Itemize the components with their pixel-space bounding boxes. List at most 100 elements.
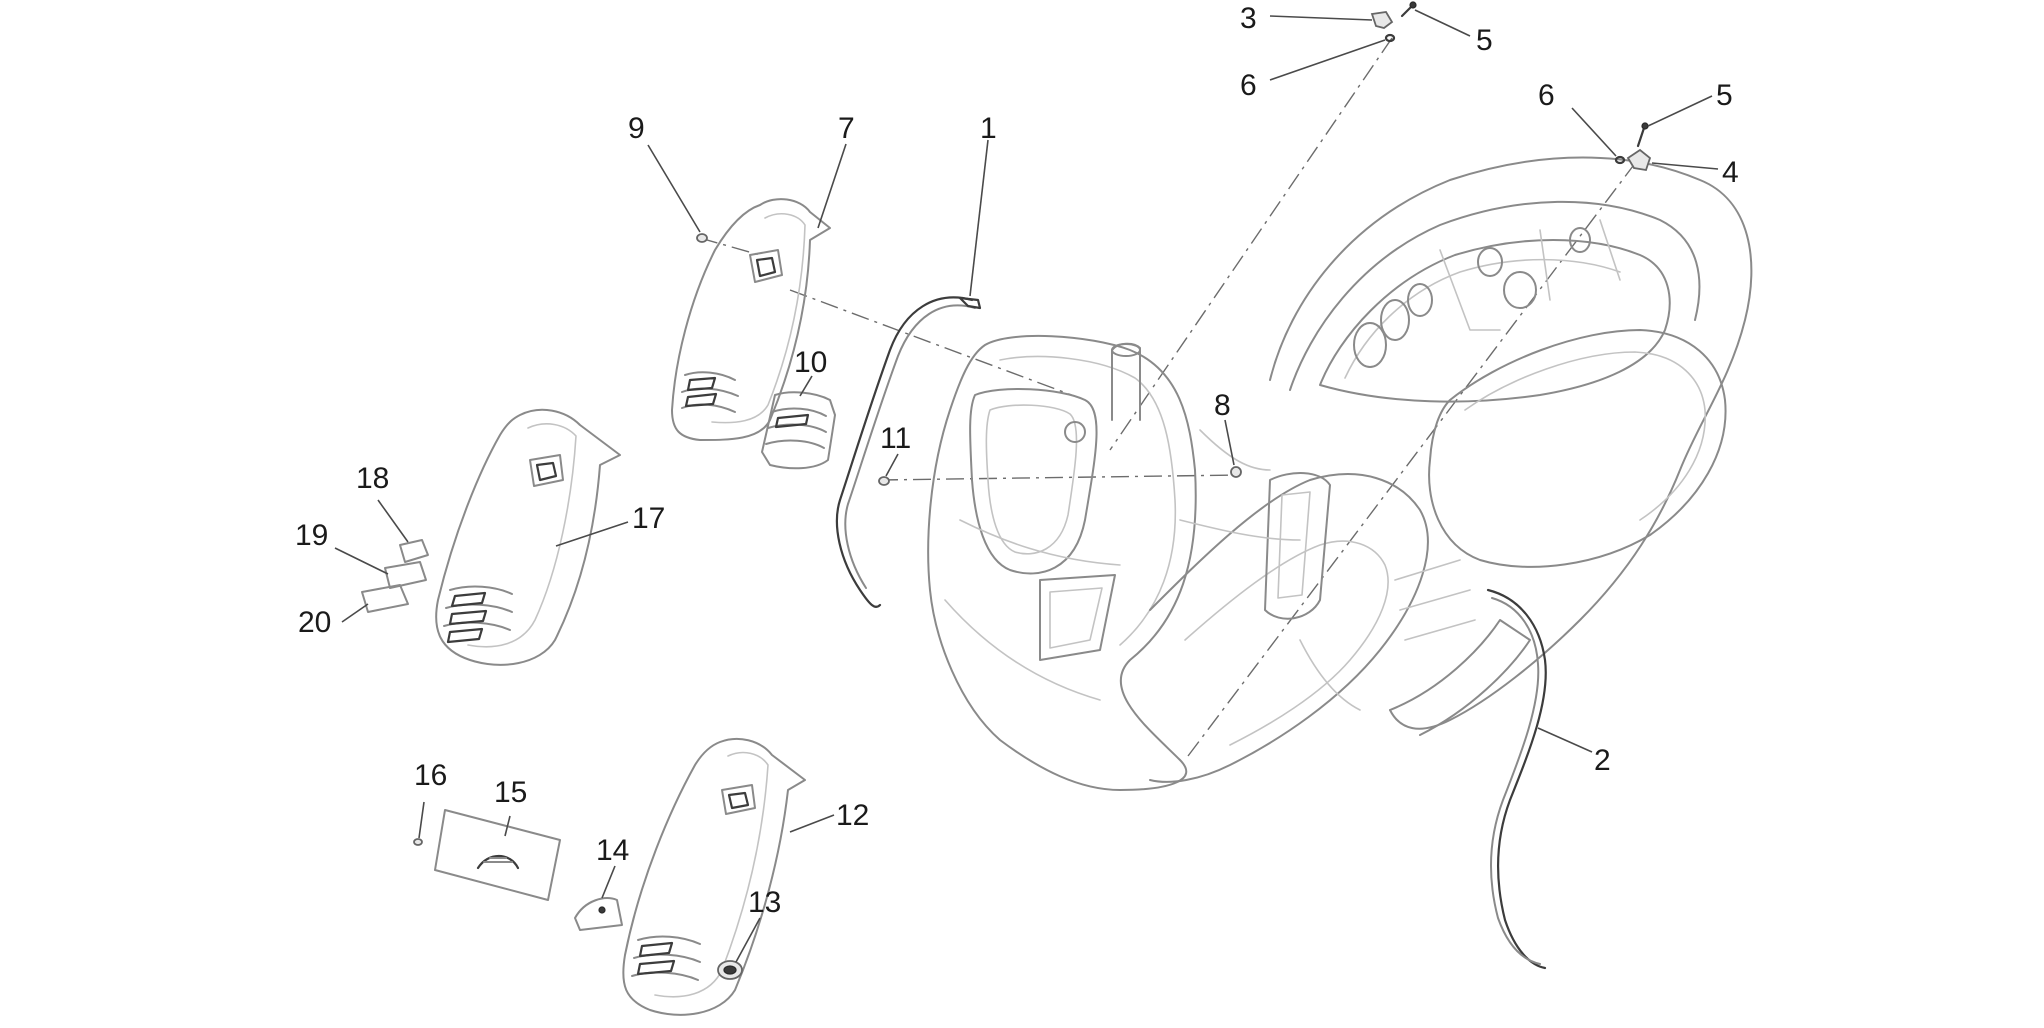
part-1-edge-trim: [835, 296, 982, 608]
center-tunnel-slot: [1277, 491, 1311, 599]
compartment-ribs: [1439, 219, 1621, 331]
rear-trim-outer: [1486, 588, 1547, 970]
compartment-inner-rim: [1344, 258, 1621, 379]
part-6-washer-right: [1614, 155, 1626, 165]
part-8-bolt: [1230, 466, 1242, 478]
leader-10: [799, 375, 813, 397]
compartment-hole-2: [1380, 299, 1410, 341]
slat-20: [361, 584, 409, 613]
compartment-hole-5: [1477, 247, 1503, 277]
edge-trim-inner: [844, 304, 976, 589]
horn-cover-7-badge: [749, 249, 783, 283]
callout-4: 4: [1722, 156, 1739, 189]
right-side-panel: [1428, 329, 1727, 568]
leader-18: [377, 499, 409, 543]
callout-18: 18: [356, 462, 389, 495]
callout-14: 14: [596, 834, 629, 867]
horn-mount-hole: [1064, 421, 1086, 443]
horn-cover-17-grille-slots: [446, 591, 488, 644]
callout-5a: 5: [1476, 24, 1493, 57]
horn-cover-7-badge-logo: [755, 256, 777, 278]
body-contour-lines: [944, 519, 1301, 701]
right-side-panel-inner: [1464, 351, 1706, 521]
screw-16-head: [413, 838, 423, 846]
screw-9-head: [696, 233, 708, 243]
callout-13: 13: [748, 886, 781, 919]
lower-horn-cover-badge-logo: [727, 791, 750, 810]
lower-horn-cover-grille-slots: [636, 941, 676, 976]
lower-horn-cover-outline: [622, 737, 806, 1016]
washer-6b: [1614, 155, 1626, 165]
leader-7: [817, 143, 847, 229]
callout-2: 2: [1594, 744, 1611, 777]
horn-cover-recess-inner: [985, 404, 1078, 555]
front-shield-outline: [927, 334, 1197, 791]
leader-11: [885, 453, 899, 477]
plate-15-emblem-arc: [476, 854, 520, 870]
part-18-slat: [399, 539, 429, 563]
leader-3: [1269, 15, 1373, 21]
callout-12: 12: [836, 799, 869, 832]
part-19-slat: [384, 561, 427, 589]
leader-8: [1224, 419, 1235, 466]
compartment-hole-4: [1503, 271, 1537, 309]
grille-insert-outline: [761, 391, 836, 470]
leader-14: [601, 865, 616, 899]
rear-body-outline: [1269, 156, 1753, 730]
assembly-line-steering-column: [1109, 37, 1393, 451]
callout-15: 15: [494, 776, 527, 809]
floorboard-inner: [1184, 540, 1389, 746]
part-15-plate: [434, 809, 561, 901]
horn-cover-17-badge-logo: [535, 461, 558, 482]
seat-opening-rim: [1289, 200, 1701, 391]
leader-9: [647, 144, 701, 233]
leader-1: [969, 139, 989, 297]
part-11-screw: [878, 476, 890, 486]
horn-cover-17-outline: [435, 408, 621, 666]
part-5-screw-top: [1400, 1, 1417, 18]
part-10-grille-insert: [761, 391, 836, 470]
part-14-badge: [574, 897, 623, 931]
callout-9: 9: [628, 112, 645, 145]
part-20-slat: [361, 584, 409, 613]
leader-6a: [1269, 39, 1386, 81]
leader-16: [418, 801, 425, 839]
horn-cover-7-inner: [711, 213, 806, 424]
callout-numbers: 1 2 3 4 5 5 6 6 7 8 9 10 11 12 13 14 15 …: [295, 2, 1739, 919]
front-shield-inner-edge: [999, 355, 1177, 646]
horn-cover-7-grille-slots: [684, 376, 718, 408]
leader-4: [1651, 162, 1719, 170]
screw-5b-head: [1641, 122, 1649, 130]
compartment-hole-6: [1569, 227, 1591, 253]
horn-cover-17-inner: [467, 423, 577, 648]
part-13-emblem: [717, 960, 743, 980]
callout-5b: 5: [1716, 79, 1733, 112]
assembly-line-rear-body: [1184, 161, 1637, 761]
grille-insert-slot: [774, 413, 810, 429]
callout-7: 7: [838, 112, 855, 145]
badge-14-outline: [574, 897, 623, 931]
screw-5a-shaft: [1400, 4, 1414, 18]
callout-16: 16: [414, 759, 447, 792]
body-contour-lines-2: [1199, 429, 1361, 711]
leader-12: [789, 814, 835, 833]
leader-17: [555, 521, 629, 547]
badge-14-dot: [598, 906, 606, 914]
callout-6b: 6: [1538, 79, 1555, 112]
compartment-hole-3: [1407, 283, 1433, 317]
emblem-13-center: [723, 965, 737, 975]
center-tunnel: [1264, 472, 1331, 620]
plate-15-emblem-lines: [483, 857, 513, 863]
edge-trim-outer: [835, 296, 974, 608]
under-seat-compartment: [1319, 239, 1671, 403]
washer-6a: [1384, 33, 1396, 43]
callout-10: 10: [794, 346, 827, 379]
callout-11: 11: [880, 422, 911, 455]
callout-19: 19: [295, 519, 328, 552]
leader-5b: [1647, 95, 1713, 127]
screw-11-head: [878, 476, 890, 486]
part-2-rear-trim: [1486, 588, 1547, 970]
callout-17: 17: [632, 502, 665, 535]
shield-vent-inner: [1049, 587, 1103, 649]
